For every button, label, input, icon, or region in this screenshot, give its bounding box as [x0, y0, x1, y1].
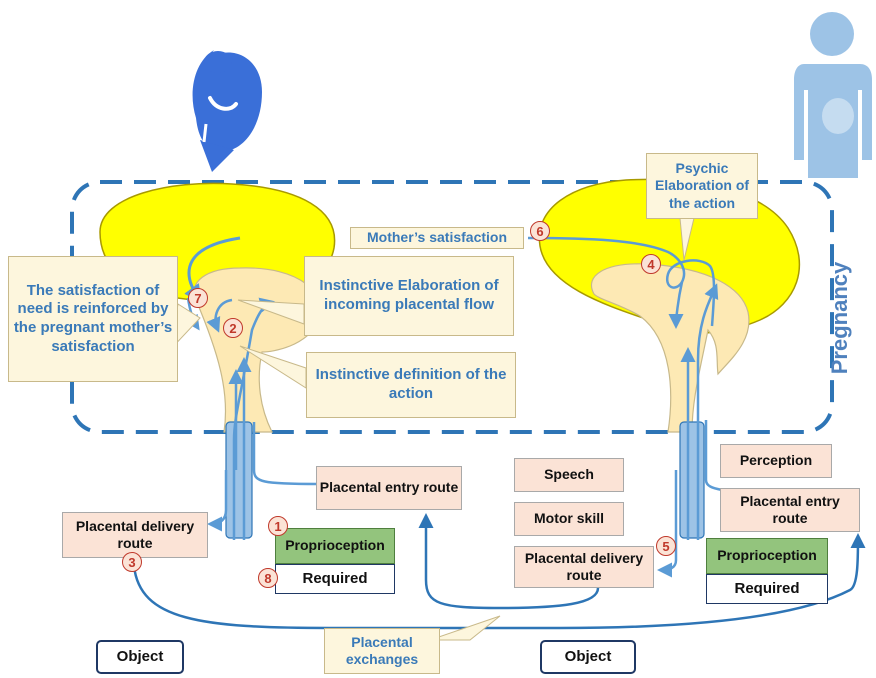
object-left-button[interactable]: Object	[96, 640, 184, 674]
satisfaction-reinforced-label: The satisfaction of need is reinforced b…	[8, 256, 178, 382]
proprioception-right: Proprioception	[706, 538, 828, 574]
speech-box: Speech	[514, 458, 624, 492]
left-spinal-cord	[225, 421, 253, 539]
fetus-icon	[192, 50, 262, 172]
placental-exchanges-label: Placental exchanges	[324, 628, 440, 674]
pregnancy-boundary	[70, 180, 834, 434]
proprioception-left: Proprioception	[275, 528, 395, 564]
instinctive-definition-label: Instinctive definition of the action	[306, 352, 516, 418]
required-left: Required	[275, 564, 395, 594]
placental-entry-route-right: Placental entry route	[720, 488, 860, 532]
placental-delivery-route-left: Placental delivery route	[62, 512, 208, 558]
pregnant-woman-icon	[794, 12, 872, 178]
step-marker-3: 3	[122, 552, 142, 572]
exchange-loops	[132, 513, 866, 630]
placental-delivery-route-right: Placental delivery route	[514, 546, 654, 588]
step-marker-8: 8	[258, 568, 278, 588]
object-right-button[interactable]: Object	[540, 640, 636, 674]
step-marker-5: 5	[656, 536, 676, 556]
placental-entry-route-left: Placental entry route	[316, 466, 462, 510]
step-marker-6: 6	[530, 221, 550, 241]
step-marker-7: 7	[188, 288, 208, 308]
right-spinal-cord	[679, 421, 705, 539]
step-marker-4: 4	[641, 254, 661, 274]
step-marker-2: 2	[223, 318, 243, 338]
perception-box: Perception	[720, 444, 832, 478]
psychic-elaboration-label: Psychic Elaboration of the action	[646, 153, 758, 219]
mothers-satisfaction-label: Mother’s satisfaction	[350, 227, 524, 249]
pregnancy-label: Pregnancy	[820, 248, 860, 388]
motor-skill-box: Motor skill	[514, 502, 624, 536]
instinctive-elaboration-label: Instinctive Elaboration of incoming plac…	[304, 256, 514, 336]
required-right: Required	[706, 574, 828, 604]
step-marker-1: 1	[268, 516, 288, 536]
pregnancy-label-text: Pregnancy	[827, 261, 852, 375]
right-flow-arrows	[527, 236, 723, 578]
